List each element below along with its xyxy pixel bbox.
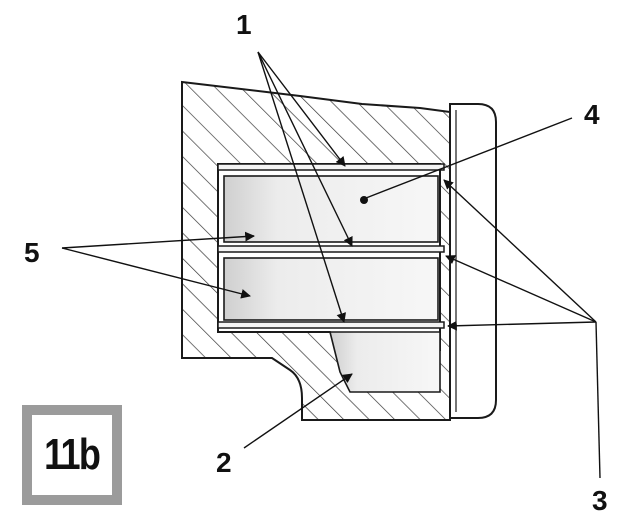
lining-bottom <box>217 321 445 329</box>
leader-lines-5 <box>61 231 255 299</box>
leader-lines-1 <box>257 51 353 323</box>
callout-1: 1 <box>236 9 252 40</box>
end-cap <box>449 103 497 419</box>
callout-3: 3 <box>592 485 608 516</box>
leader-lines-3 <box>443 179 601 479</box>
callout-5: 5 <box>24 237 40 268</box>
lining-middle <box>217 245 445 253</box>
lining-top <box>217 163 445 171</box>
pad-lower <box>223 257 439 321</box>
leader-line-4 <box>365 117 573 199</box>
pad-upper <box>223 175 439 243</box>
figure-label-box: 11b <box>22 405 122 505</box>
leader-line-2 <box>243 373 353 449</box>
callout-4: 4 <box>584 99 600 130</box>
callout-2: 2 <box>216 447 232 478</box>
lower-insert <box>328 331 441 393</box>
figure-label: 11b <box>44 430 101 479</box>
